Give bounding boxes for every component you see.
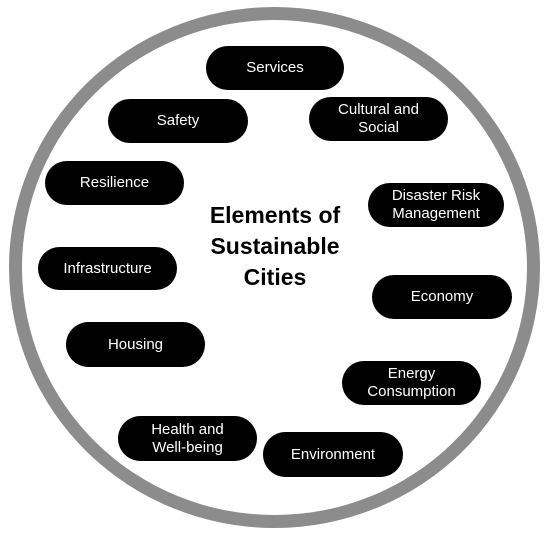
title-line: Elements of [209, 202, 341, 228]
element-pill-disaster-risk-management: Disaster Risk Management [368, 183, 504, 227]
pill-label: Social [358, 119, 399, 136]
pill-label: Infrastructure [63, 259, 152, 277]
pill-label: Cultural and [338, 101, 419, 118]
element-pill-environment: Environment [263, 432, 403, 477]
element-pill-cultural-and-social: Cultural and Social [309, 97, 448, 141]
pill-label: Environment [290, 445, 376, 463]
pill-label: Safety [156, 112, 200, 129]
element-pill-housing: Housing [66, 322, 205, 367]
element-pill-economy: Economy [372, 275, 512, 319]
element-pill-resilience: Resilience [45, 161, 184, 205]
pill-label: Consumption [367, 383, 456, 400]
element-pill-health-and-well-being: Health and Well-being [118, 416, 257, 461]
pill-label: Services [246, 59, 304, 76]
pill-label: Disaster Risk [391, 187, 481, 204]
pill-label: Health and [151, 420, 224, 438]
element-pill-safety: Safety [108, 99, 248, 143]
title-line: Cities [243, 264, 307, 290]
element-pill-infrastructure: Infrastructure [38, 247, 177, 290]
pill-label: Well-being [152, 438, 223, 456]
title-line: Sustainable [210, 233, 340, 259]
pill-label: Resilience [79, 174, 150, 191]
element-pill-energy-consumption: Energy Consumption [342, 361, 481, 405]
pill-label: Housing [107, 335, 164, 353]
pill-label: Management [392, 205, 480, 222]
element-pill-services: Services [206, 46, 344, 90]
pill-label: Energy [387, 365, 436, 382]
diagram-title: Elements of Sustainable Cities [190, 200, 360, 293]
pill-label: Economy [410, 288, 474, 305]
